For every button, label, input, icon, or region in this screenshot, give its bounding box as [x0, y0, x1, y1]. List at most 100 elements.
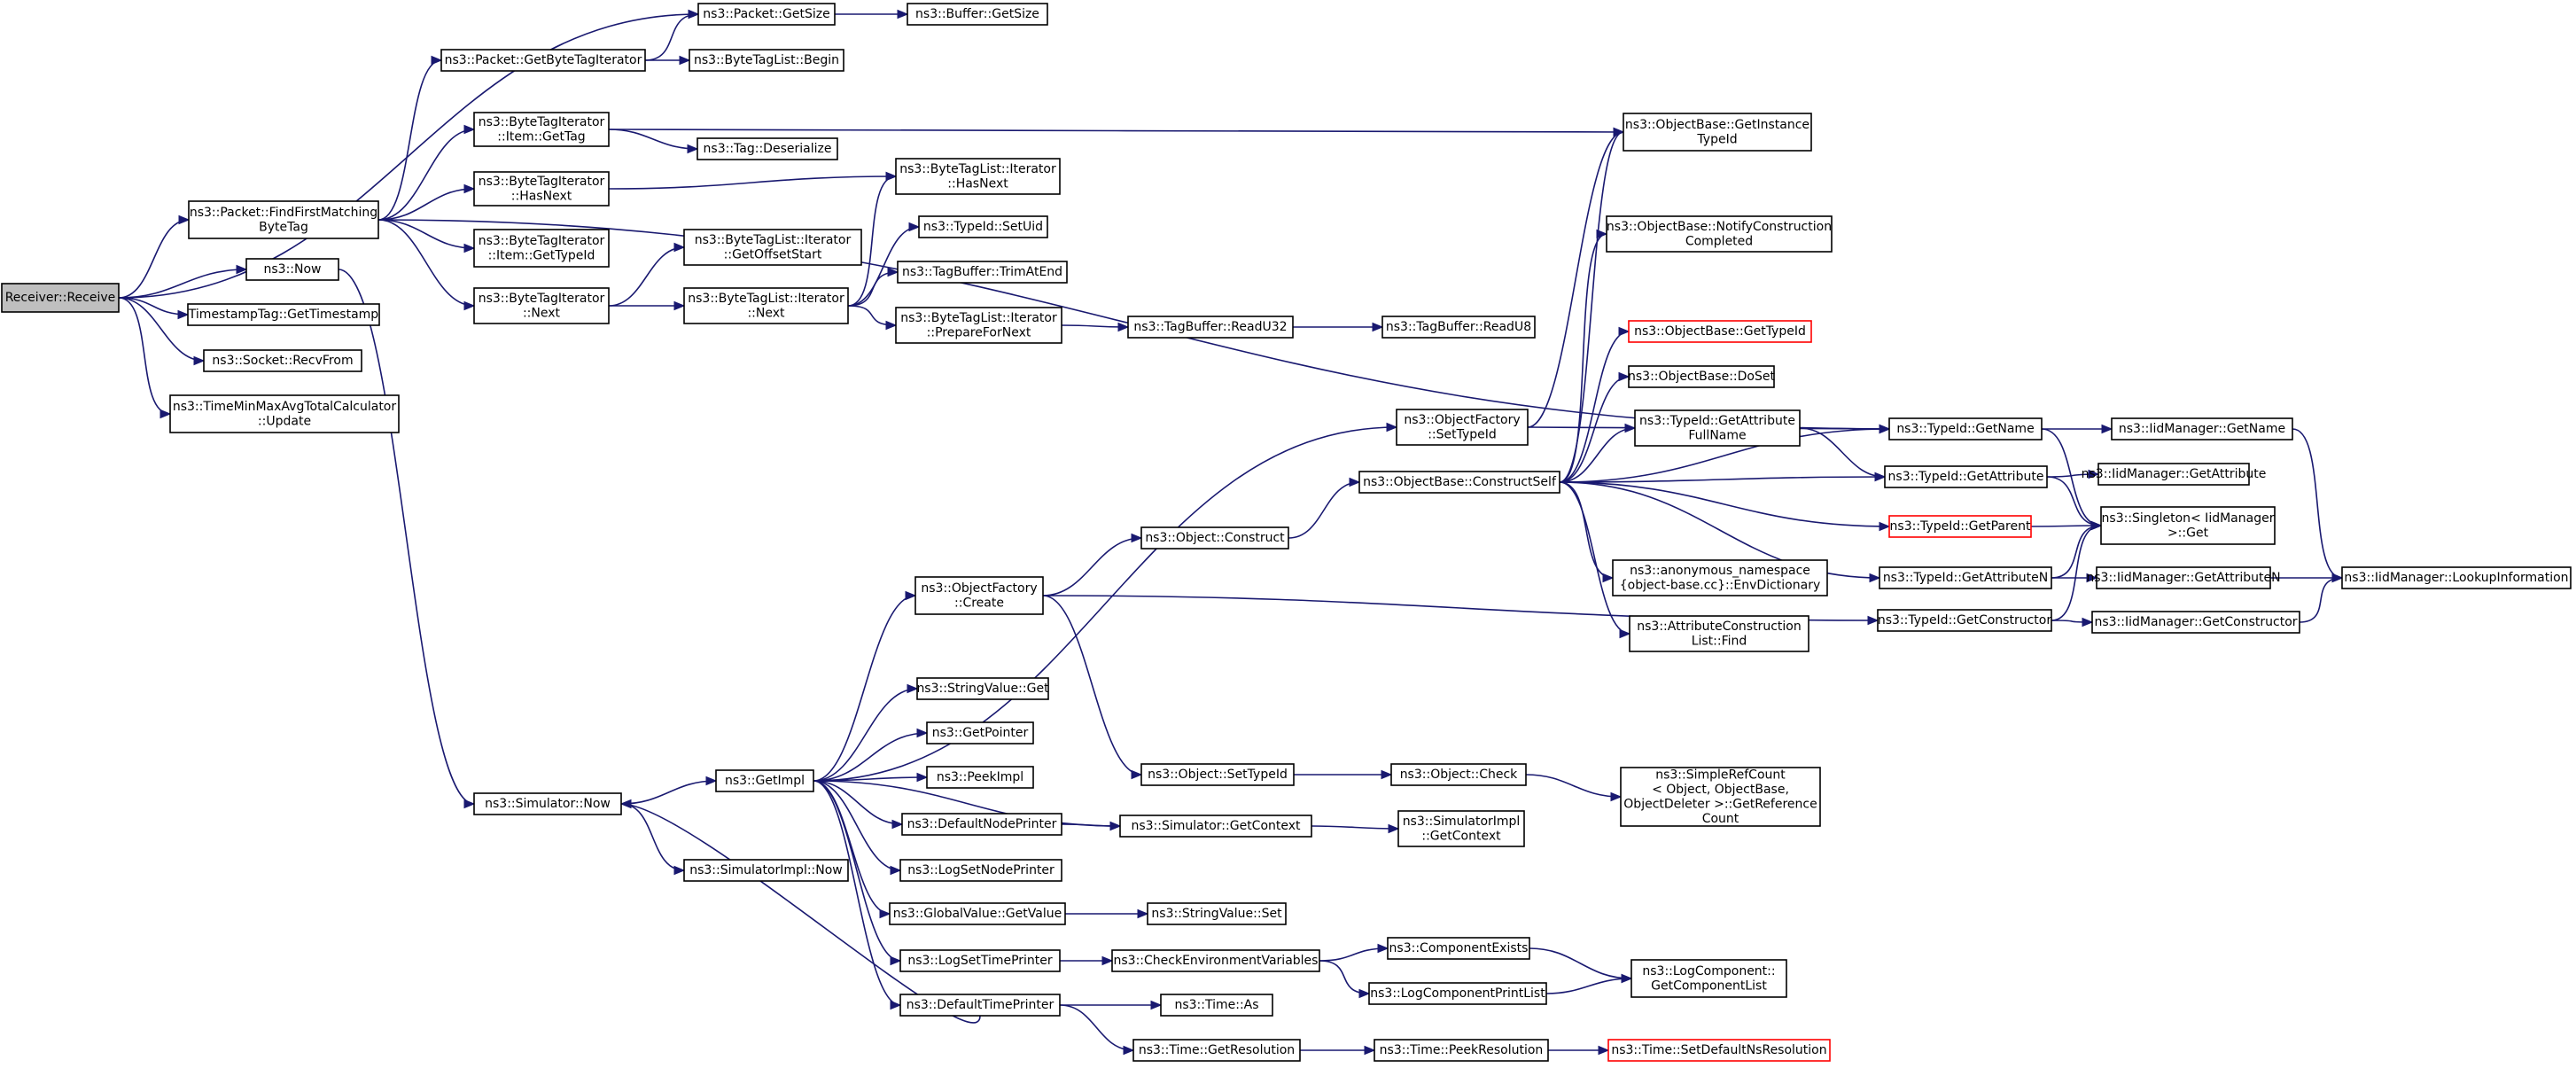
node-ns3-tagbuffer-trimatend[interactable]: ns3::TagBuffer::TrimAtEnd — [897, 261, 1068, 284]
node-ns3-tagbuffer-readu32[interactable]: ns3::TagBuffer::ReadU32 — [1127, 316, 1294, 339]
arrowhead — [1349, 477, 1361, 487]
node-ns3-objectbase-doset[interactable]: ns3::ObjectBase::DoSet — [1628, 365, 1775, 388]
edge-n10-n11 — [377, 219, 476, 253]
node-box — [715, 769, 814, 792]
node-ns3-packet-getbytetagiterator[interactable]: ns3::Packet::GetByteTagIterator — [440, 49, 646, 72]
node-ns3-logcomponent-getcomponentlist[interactable]: ns3::LogComponent::GetComponentList — [1630, 959, 1787, 998]
node-box — [2091, 611, 2300, 634]
node-ns3-simulatorimpl-getcontext[interactable]: ns3::SimulatorImpl::GetContext — [1397, 810, 1525, 847]
node-ns3-object-construct[interactable]: ns3::Object::Construct — [1140, 526, 1289, 550]
node-receiver-receive[interactable]: Receiver::Receive — [1, 283, 120, 313]
node-ns3-getpointer[interactable]: ns3::GetPointer — [926, 721, 1034, 744]
node-ns3-objectbase-constructself[interactable]: ns3::ObjectBase::ConstructSelf — [1358, 471, 1560, 494]
node-ns3-typeid-getconstructor[interactable]: ns3::TypeId::GetConstructor — [1877, 609, 2052, 632]
node-ns3-objectbase-gettypeid[interactable]: ns3::ObjectBase::GetTypeId — [1628, 320, 1812, 343]
node-ns3-singleton-iidmanager-get[interactable]: ns3::Singleton< IidManager>::Get — [2100, 506, 2276, 545]
node-ns3-packet-getsize[interactable]: ns3::Packet::GetSize — [697, 3, 836, 26]
node-ns3-defaulttimeprinter[interactable]: ns3::DefaultTimePrinter — [899, 994, 1061, 1017]
node-ns3-tag-deserialize[interactable]: ns3::Tag::Deserialize — [697, 137, 838, 160]
node-ns3-tagbuffer-readu8[interactable]: ns3::TagBuffer::ReadU8 — [1381, 316, 1536, 339]
node-ns3-bytetaglist-iterator-hasnext[interactable]: ns3::ByteTagList::Iterator::HasNext — [895, 158, 1061, 195]
node-ns3-objectbase-notifyconstruction-completed[interactable]: ns3::ObjectBase::NotifyConstructionCompl… — [1606, 215, 1833, 253]
node-ns3-typeid-setuid[interactable]: ns3::TypeId::SetUid — [918, 215, 1048, 238]
node-ns3-time-as[interactable]: ns3::Time::As — [1160, 994, 1273, 1017]
edge-n48-n46 — [813, 728, 929, 782]
node-label: ns3::IidManager::LookupInformation — [2344, 571, 2568, 585]
node-ns3-typeid-getattribute[interactable]: ns3::TypeId::GetAttribute — [1884, 465, 2048, 488]
node-ns3-bytetaglist-iterator-getoffsetstart[interactable]: ns3::ByteTagList::Iterator::GetOffsetSta… — [683, 229, 862, 266]
edge-n65-n67 — [1059, 1004, 1135, 1056]
node-ns3-socket-recvfrom[interactable]: ns3::Socket::RecvFrom — [203, 349, 362, 372]
node-ns3-simulator-now[interactable]: ns3::Simulator::Now — [473, 792, 622, 815]
node-label: {object-base.cc}::EnvDictionary — [1620, 578, 1820, 592]
node-ns3-logsetnodeprinter[interactable]: ns3::LogSetNodePrinter — [899, 859, 1062, 882]
node-ns3-stringvalue-get[interactable]: ns3::StringValue::Get — [916, 677, 1049, 700]
node-ns3-iidmanager-getname[interactable]: ns3::IidManager::GetName — [2111, 417, 2293, 440]
node-ns3-time-getresolution[interactable]: ns3::Time::GetResolution — [1132, 1039, 1301, 1062]
edge-n18-n16 — [847, 267, 899, 307]
node-ns3-iidmanager-getattributen[interactable]: ns3::IidManager::GetAttributeN — [2086, 566, 2281, 589]
node-ns3-iidmanager-getconstructor[interactable]: ns3::IidManager::GetConstructor — [2091, 611, 2300, 634]
node-timestamptag-gettimestamp[interactable]: TimestampTag::GetTimestamp — [187, 303, 380, 326]
node-ns3-stringvalue-set[interactable]: ns3::StringValue::Set — [1147, 902, 1287, 925]
node-ns3-object-check[interactable]: ns3::Object::Check — [1390, 763, 1527, 786]
node-ns3-globalvalue-getvalue[interactable]: ns3::GlobalValue::GetValue — [889, 902, 1066, 925]
node-ns3-bytetagiterator-next[interactable]: ns3::ByteTagIterator::Next — [473, 287, 610, 324]
edge-n48-n38 — [813, 590, 917, 782]
node-box — [2096, 566, 2271, 589]
node-ns3-simplerefcount-object-objectbase-objectdeleter-getreference-count[interactable]: ns3::SimpleRefCount< Object, ObjectBase,… — [1620, 767, 1821, 827]
node-box — [1119, 815, 1312, 838]
node-ns3-bytetaglist-iterator-next[interactable]: ns3::ByteTagList::Iterator::Next — [683, 287, 849, 324]
node-ns3-iidmanager-getattribute[interactable]: ns3::IidManager::GetAttribute — [2082, 463, 2267, 486]
arrowhead — [1874, 472, 1887, 482]
node-ns3-time-peekresolution[interactable]: ns3::Time::PeekResolution — [1374, 1039, 1549, 1062]
node-ns3-componentexists[interactable]: ns3::ComponentExists — [1387, 937, 1530, 960]
node-box — [2100, 506, 2276, 545]
node-ns3-typeid-getattributen[interactable]: ns3::TypeId::GetAttributeN — [1879, 566, 2052, 589]
node-ns3-peekimpl[interactable]: ns3::PeekImpl — [926, 766, 1034, 789]
node-ns3-objectfactory-settypeid[interactable]: ns3::ObjectFactory::SetTypeId — [1396, 409, 1529, 446]
node-ns3-getimpl[interactable]: ns3::GetImpl — [715, 769, 814, 792]
node-ns3-typeid-getname[interactable]: ns3::TypeId::GetName — [1888, 417, 2043, 440]
node-label: Receiver::Receive — [5, 291, 116, 305]
node-box — [899, 994, 1061, 1017]
node-label: ns3::ByteTagIterator — [479, 292, 605, 306]
edge-n48-n53 — [813, 780, 904, 830]
edge-line — [1559, 427, 1636, 483]
node-ns3-bytetaglist-iterator-preparefornext[interactable]: ns3::ByteTagList::Iterator::PrepareForNe… — [895, 307, 1062, 344]
node-label: ns3::TypeId::GetName — [1896, 422, 2034, 436]
node-ns3-time-setdefaultnsresolution[interactable]: ns3::Time::SetDefaultNsResolution — [1607, 1039, 1831, 1062]
node-ns3-defaultnodeprinter[interactable]: ns3::DefaultNodePrinter — [901, 813, 1062, 836]
node-ns3-simulatorimpl-now[interactable]: ns3::SimulatorImpl::Now — [683, 859, 849, 882]
node-label: ::Create — [954, 596, 1004, 610]
node-ns3-bytetagiterator-item-gettypeid[interactable]: ns3::ByteTagIterator::Item::GetTypeId — [473, 229, 610, 268]
node-ns3-anonymous-namespace-object-base-cc-envdictionary[interactable]: ns3::anonymous_namespace{object-base.cc}… — [1612, 559, 1828, 596]
node-box — [1623, 113, 1812, 152]
edge-line — [620, 780, 717, 805]
node-ns3-timeminmaxavgtotalcalculator-update[interactable]: ns3::TimeMinMaxAvgTotalCalculator::Updat… — [169, 394, 400, 433]
node-box — [169, 394, 400, 433]
node-ns3-bytetaglist-begin[interactable]: ns3::ByteTagList::Begin — [689, 49, 844, 72]
node-ns3-objectfactory-create[interactable]: ns3::ObjectFactory::Create — [914, 576, 1044, 615]
node-ns3-iidmanager-lookupinformation[interactable]: ns3::IidManager::LookupInformation — [2341, 566, 2572, 589]
node-ns3-bytetagiterator-hasnext[interactable]: ns3::ByteTagIterator::HasNext — [473, 171, 610, 207]
node-ns3-simulator-getcontext[interactable]: ns3::Simulator::GetContext — [1119, 815, 1312, 838]
node-label: ns3::ObjectBase::NotifyConstruction — [1607, 220, 1832, 234]
node-label: ns3::Object::Check — [1400, 768, 1518, 782]
node-ns3-typeid-getparent[interactable]: ns3::TypeId::GetParent — [1888, 515, 2032, 538]
node-ns3-now[interactable]: ns3::Now — [245, 258, 339, 281]
node-label: FullName — [1688, 428, 1746, 442]
node-ns3-logsettimeprinter[interactable]: ns3::LogSetTimePrinter — [899, 949, 1061, 972]
node-box — [1160, 994, 1273, 1017]
node-ns3-bytetagiterator-item-gettag[interactable]: ns3::ByteTagIterator::Item::GetTag — [473, 112, 610, 147]
node-ns3-buffer-getsize[interactable]: ns3::Buffer::GetSize — [907, 3, 1048, 26]
node-ns3-object-settypeid[interactable]: ns3::Object::SetTypeId — [1140, 763, 1295, 786]
node-box — [1607, 1039, 1831, 1062]
node-ns3-logcomponentprintlist[interactable]: ns3::LogComponentPrintList — [1368, 982, 1547, 1005]
edge-n65-n52 — [619, 799, 981, 1024]
node-ns3-checkenvironmentvariables[interactable]: ns3::CheckEnvironmentVariables — [1111, 949, 1320, 972]
